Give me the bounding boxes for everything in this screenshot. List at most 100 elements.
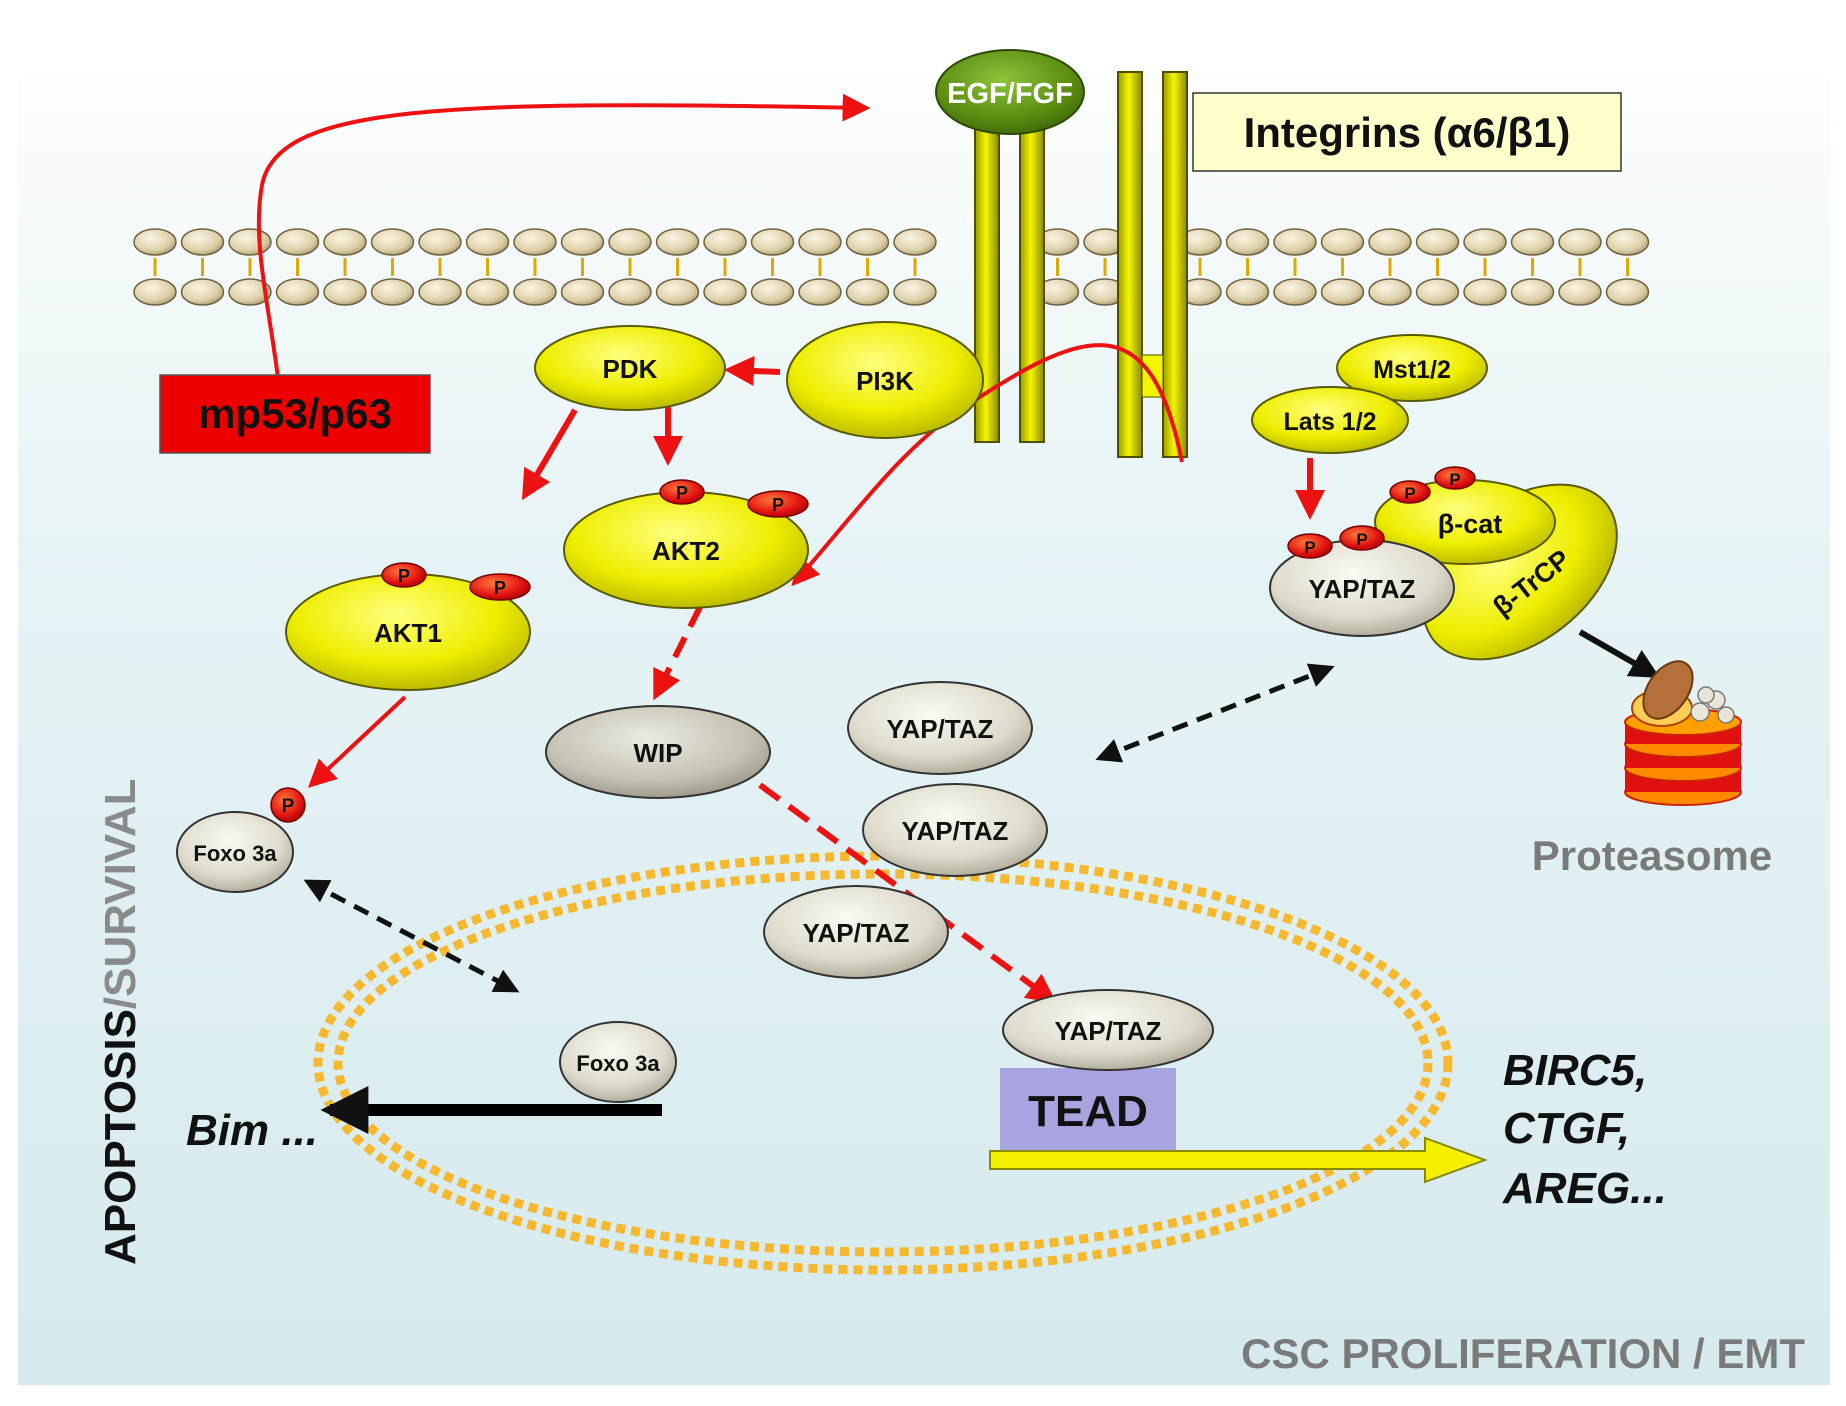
bim-label: Bim ... (186, 1106, 318, 1155)
apoptosis-label: APOPTOSIS (96, 1009, 145, 1265)
lipid-head (1463, 278, 1507, 306)
survival-label: /SURVIVAL (96, 778, 145, 1009)
lipid-head (513, 228, 557, 256)
lipid-head (750, 228, 795, 256)
lipid-head (655, 228, 700, 256)
transcription-arrow (989, 1136, 1488, 1184)
lipid-head (798, 228, 842, 256)
lipid-head (1415, 278, 1460, 306)
lipid-head (608, 228, 652, 256)
integrins-label-box (1192, 92, 1622, 172)
yap-taz-node-1 (847, 681, 1033, 775)
bcat-phospho-2: P (1434, 466, 1476, 490)
lipid-head (323, 278, 367, 306)
phospho-label: P (1404, 484, 1415, 503)
integrin-bar-left (1117, 71, 1143, 458)
phospho-label: P (772, 495, 784, 515)
lipid-head (1463, 228, 1507, 256)
lipid-head (703, 278, 747, 306)
lipid-head (560, 278, 605, 306)
btrcp-to-proteasome-arrow (1578, 629, 1661, 678)
lipid-head (275, 278, 320, 306)
proteasome-icon (1624, 660, 1742, 806)
lipid-head (418, 228, 462, 256)
lipid-head (1273, 278, 1317, 306)
foxo-shuttle-arrow (303, 879, 520, 993)
lipid-head (228, 228, 272, 256)
wip-label: WIP (633, 738, 682, 768)
yap-taz-label-2: YAP/TAZ (902, 816, 1009, 846)
lipid-head (1320, 278, 1365, 306)
yap-shuttle-arrow (1095, 663, 1335, 763)
lipid-head (1368, 228, 1412, 256)
phospho-label: P (676, 483, 688, 503)
tead-box (1000, 1068, 1176, 1150)
lipid-head (418, 278, 462, 306)
yap-taz-node-2 (862, 783, 1048, 877)
lipid-head (133, 228, 177, 256)
egf-fgf-ligand (935, 49, 1085, 135)
akt2-phospho-2: P (747, 490, 809, 518)
lipid-head (893, 278, 937, 306)
lipid-head (370, 278, 415, 306)
egf-receptor-bar-right (1019, 119, 1045, 443)
mst-label: Mst1/2 (1373, 356, 1451, 384)
phospho-label: P (494, 578, 506, 598)
akt2-phospho-1: P (659, 479, 705, 505)
lipid-head (180, 228, 225, 256)
egf-fgf-label: EGF/FGF (947, 78, 1073, 110)
yap-taz-tead-node (1002, 989, 1214, 1071)
phospho-label: P (1304, 538, 1315, 557)
lipid-head (323, 228, 367, 256)
lipid-head (1558, 278, 1602, 306)
pdk-label: PDK (603, 354, 658, 384)
lipid-head (1273, 228, 1317, 256)
yap-taz-node-3 (763, 885, 949, 979)
mst-node (1336, 334, 1488, 402)
phospho-label: P (1449, 470, 1460, 489)
lats-label: Lats 1/2 (1283, 408, 1376, 436)
lipid-head (608, 278, 652, 306)
yap-taz-complex-label: YAP/TAZ (1309, 574, 1416, 604)
phospho-label: P (1356, 530, 1367, 549)
bcat-phospho-1: P (1389, 480, 1431, 504)
lipid-head (845, 278, 890, 306)
mp53-to-egf-arrow (256, 93, 871, 379)
akt1-phospho-1: P (381, 562, 427, 588)
lipid-head (275, 228, 320, 256)
lipid-bilayer (133, 228, 1650, 306)
integrins-label: Integrins (α6/β1) (1244, 109, 1571, 156)
pi3k-node (786, 321, 984, 439)
lipid-head (750, 278, 795, 306)
lipid-head (1510, 278, 1555, 306)
integrin-bar-right (1162, 71, 1188, 458)
pi3k-label: PI3K (856, 366, 914, 396)
lipid-head (703, 228, 747, 256)
foxo-phospho: P (270, 787, 306, 823)
lipid-head (1510, 228, 1555, 256)
mp53-p63-box (159, 374, 431, 454)
proteasome-label: Proteasome (1532, 832, 1772, 879)
pdk-node (534, 325, 726, 411)
akt2-label: AKT2 (652, 536, 720, 566)
lipid-head (1605, 278, 1650, 306)
lipid-head (370, 228, 415, 256)
lipid-head (1368, 278, 1412, 306)
nucleus-outer (313, 851, 1453, 1275)
lipid-head (1320, 228, 1365, 256)
akt1-label: AKT1 (374, 618, 442, 648)
lipid-head (845, 228, 890, 256)
lipid-head (1605, 228, 1650, 256)
lipid-head (560, 228, 605, 256)
phospho-label: P (282, 796, 295, 817)
lipid-head (513, 278, 557, 306)
foxo-cytoplasm-label: Foxo 3a (193, 841, 277, 866)
phospho-label: P (398, 566, 410, 586)
foxo-nucleus-node (559, 1021, 677, 1103)
lipid-head (655, 278, 700, 306)
akt1-to-foxo-arrow (307, 695, 407, 788)
apoptosis-survival-label: APOPTOSIS/SURVIVAL (96, 778, 145, 1265)
pdk-to-akt1-arrow (521, 408, 578, 501)
pi3k-to-pdk-arrow (724, 355, 781, 386)
